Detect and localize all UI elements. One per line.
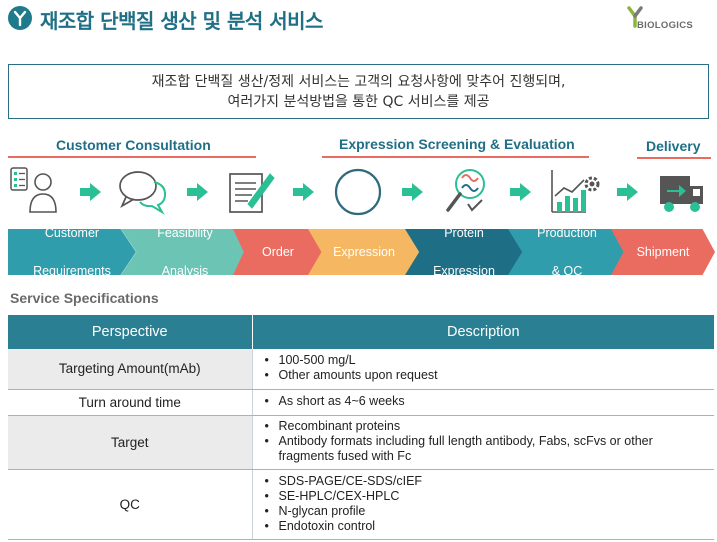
phase-underline-2 [322, 156, 589, 158]
list-item: As short as 4~6 weeks [265, 394, 707, 409]
list-item: 100-500 mg/L [265, 353, 707, 368]
list-item: Other amounts upon request [265, 368, 707, 383]
table-row: Turn around time As short as 4~6 weeks [8, 389, 714, 416]
antibody-logo-icon [8, 6, 32, 30]
perspective-cell: QC [8, 469, 253, 540]
step-label: Constructs [334, 279, 394, 294]
page-title: 재조합 단백질 생산 및 분석 서비스 [40, 9, 323, 33]
flow-arrow-icon [187, 183, 208, 201]
section-title: Service Specifications [10, 290, 159, 306]
circle-construct-icon [334, 168, 382, 216]
intro-line-2: 여러가지 분석방법을 통한 QC 서비스를 제공 [227, 94, 490, 110]
step-label: Order [262, 244, 294, 259]
perspective-cell: Target [8, 415, 253, 470]
flow-arrow-icon [293, 183, 314, 201]
phase-expression-screening: Expression Screening & Evaluation [339, 136, 575, 152]
description-cell: Recombinant proteins Antibody formats in… [252, 415, 714, 470]
description-cell: 100-500 mg/L Other amounts upon request [252, 349, 714, 390]
step-shipment: Shipment [611, 229, 715, 275]
table-row: Targeting Amount(mAb) 100-500 mg/L Other… [8, 349, 714, 390]
step-label: & QC [551, 263, 583, 278]
list-item: Recombinant proteins [265, 419, 707, 434]
list-item: SDS-PAGE/CE-SDS/cIEF [265, 474, 707, 489]
step-label: Shipment [636, 244, 690, 259]
step-label: Protein [444, 225, 484, 240]
flow-arrow-icon [617, 183, 638, 201]
order-form-pen-icon [229, 173, 275, 213]
description-cell: As short as 4~6 weeks [252, 389, 714, 416]
logo-text: BIOLOGICS [637, 20, 694, 31]
list-item: SE-HPLC/CEX-HPLC [265, 489, 707, 504]
flow-arrow-icon [510, 183, 531, 201]
growth-chart-gear-icon [551, 170, 600, 213]
table-row: Target Recombinant proteins Antibody for… [8, 415, 714, 470]
intro-box: 재조합 단백질 생산/정제 서비스는 고객의 요청사항에 맞추어 진행되며, 여… [8, 64, 709, 119]
description-cell: SDS-PAGE/CE-SDS/cIEF SE-HPLC/CEX-HPLC N-… [252, 469, 714, 540]
service-specifications-table: Perspective Description Targeting Amount… [8, 315, 714, 540]
phase-underline-3 [637, 157, 711, 159]
flow-arrow-icon [80, 183, 101, 201]
chat-bubbles-icon [119, 171, 167, 215]
step-label: Requirements [33, 263, 111, 278]
delivery-truck-icon [660, 176, 703, 212]
column-header-perspective: Perspective [8, 315, 253, 349]
list-item: N-glycan profile [265, 504, 707, 519]
perspective-cell: Turn around time [8, 389, 253, 416]
protein-magnifier-icon [446, 169, 485, 212]
table-row: QC SDS-PAGE/CE-SDS/cIEF SE-HPLC/CEX-HPLC… [8, 469, 714, 540]
flow-arrow-icon [402, 183, 423, 201]
step-label: Customer [44, 225, 100, 240]
step-label: Expression [333, 244, 395, 259]
list-item: Endotoxin control [265, 519, 707, 534]
list-item: Antibody formats including full length a… [265, 434, 707, 464]
step-production-qc: Production& QC [508, 229, 626, 275]
y-logo-icon [627, 6, 643, 28]
table-header-row: Perspective Description [8, 315, 714, 349]
phase-customer-consultation: Customer Consultation [56, 137, 211, 153]
ybiologics-logo: BIOLOGICS [627, 6, 711, 34]
phase-underline-1 [8, 156, 256, 158]
step-label: Analysis [161, 263, 209, 278]
perspective-cell: Targeting Amount(mAb) [8, 349, 253, 390]
intro-line-1: 재조합 단백질 생산/정제 서비스는 고객의 요청사항에 맞추어 진행되며, [151, 74, 566, 90]
step-order: Order [233, 229, 323, 275]
requirements-person-icon [10, 167, 57, 213]
step-label: Production [537, 225, 597, 240]
step-label: Expression [433, 263, 495, 278]
step-label: Feasibility [157, 225, 213, 240]
column-header-description: Description [252, 315, 714, 349]
phase-delivery: Delivery [646, 138, 701, 154]
